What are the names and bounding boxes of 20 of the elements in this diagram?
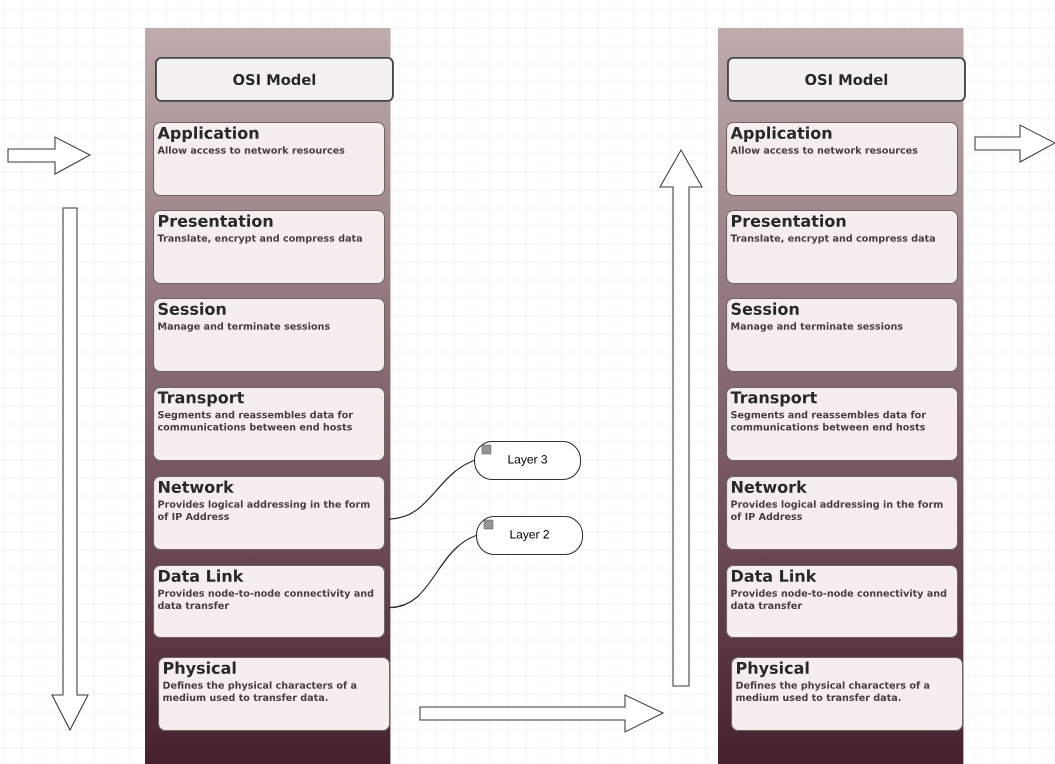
layer-box: Session Manage and terminate sessions — [726, 298, 959, 373]
layer-box: Physical Defines the physical characters of a medium used to transfer data. — [731, 657, 964, 732]
title-box: OSI Model — [727, 57, 966, 102]
layer-box: Transport Segments and reassembles data for communications between end hosts — [153, 387, 386, 462]
layer-box: Physical Defines the physical characters of a medium used to transfer data. — [158, 657, 391, 732]
layer-box: Transport Segments and reassembles data for communications between end hosts — [726, 387, 959, 462]
label-pill: Layer 3 — [474, 441, 582, 481]
layer-box: Session Manage and terminate sessions — [153, 298, 386, 373]
leader-line — [388, 459, 475, 520]
label-pill: Layer 2 — [476, 516, 584, 556]
layer-box: Data Link Provides node-to-node connectivity and data transfer — [726, 565, 959, 639]
layer-box: Application Allow access to network resources — [726, 122, 959, 197]
layer-box: Application Allow access to network resources — [153, 122, 386, 197]
layer-box: Presentation Translate, encrypt and compress data — [153, 210, 386, 285]
title-box: OSI Model — [155, 57, 394, 102]
layer-box: Network Provides logical addressing in the form of IP Address — [726, 476, 959, 551]
layer-box: Presentation Translate, encrypt and compress data — [726, 210, 959, 285]
layer-box: Data Link Provides node-to-node connectivity and data transfer — [153, 565, 386, 639]
leader-line — [388, 534, 477, 609]
layer-box: Network Provides logical addressing in the form of IP Address — [153, 476, 386, 551]
